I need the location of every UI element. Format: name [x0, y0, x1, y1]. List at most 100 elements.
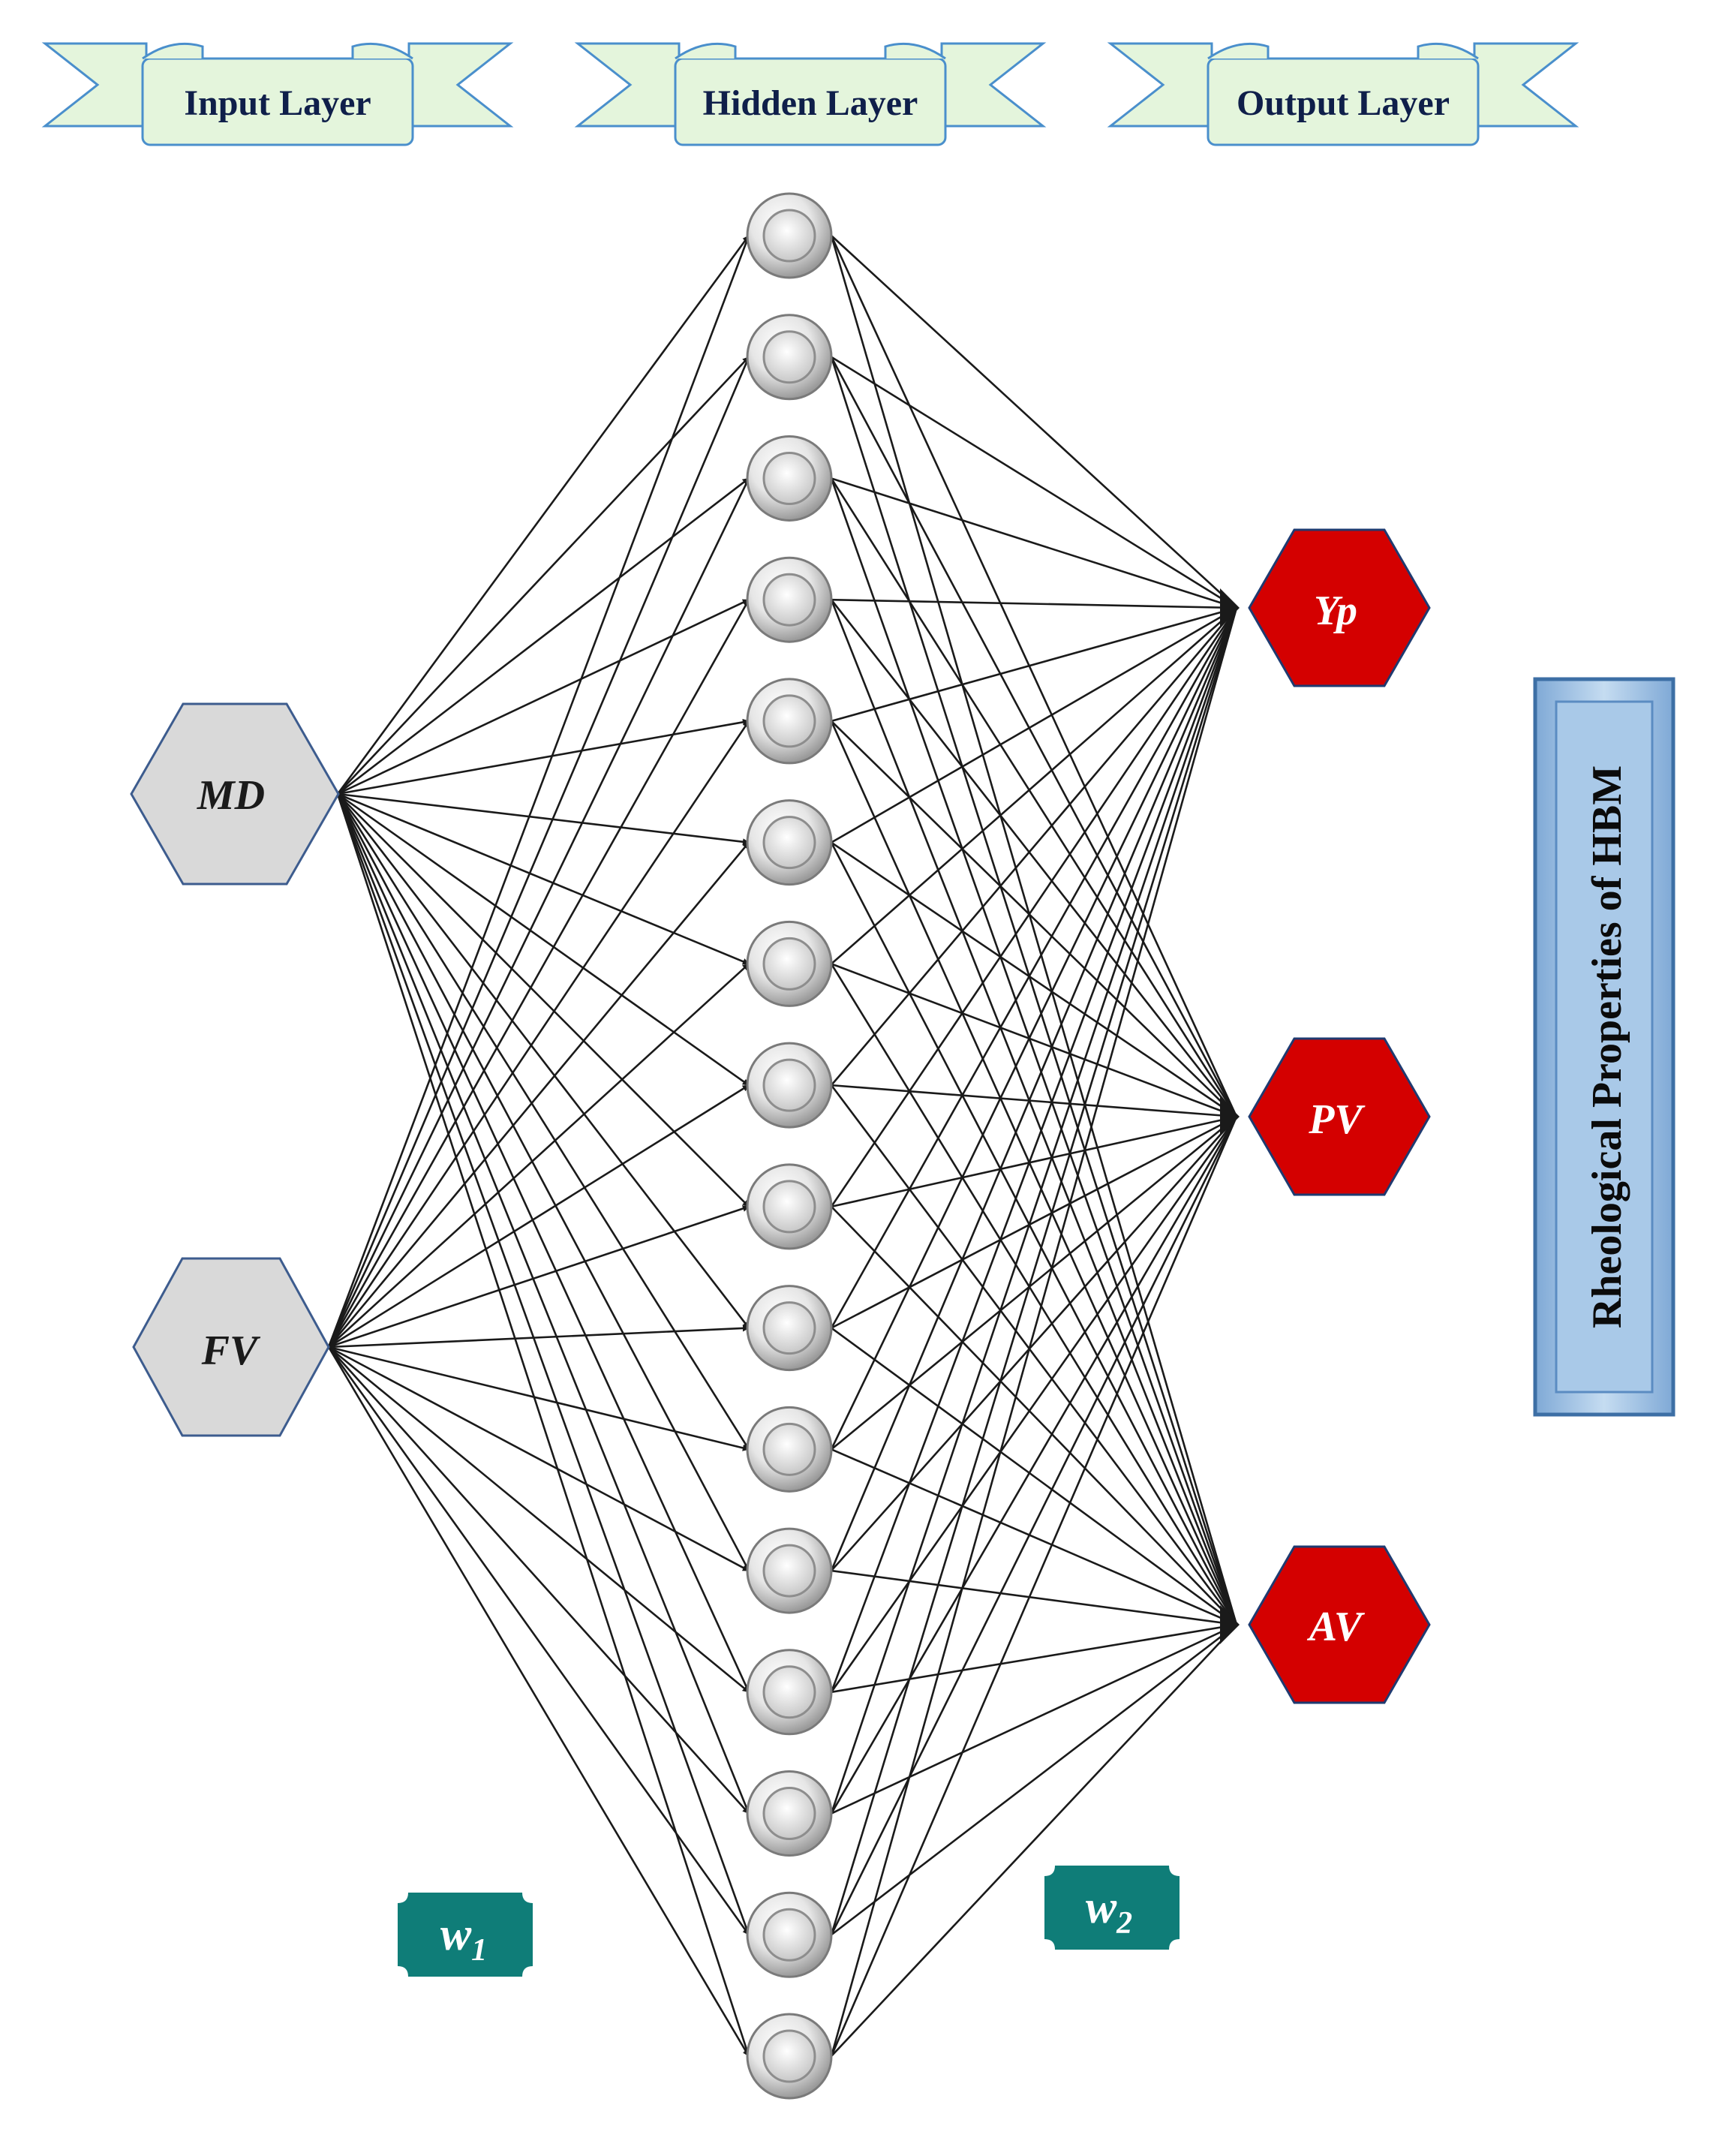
edge-out-11-1 — [831, 1116, 1237, 1571]
edge-out-8-2 — [831, 1205, 1237, 1625]
edge-out-6-1 — [831, 963, 1237, 1118]
edge-out-10-1 — [831, 1115, 1237, 1451]
side-label-box: Rheological Properties of HBM — [1533, 677, 1675, 1417]
edge-in-0-3 — [337, 599, 750, 795]
banner-output-label: Output Layer — [1237, 83, 1450, 123]
edge-out-2-0 — [831, 477, 1237, 609]
edge-out-13-0 — [830, 607, 1238, 1814]
banner-output-curl-left — [1207, 42, 1270, 60]
weight-badge-w1: w1 — [398, 1893, 533, 1977]
hidden-node — [746, 799, 833, 886]
edge-out-9-2 — [831, 1327, 1237, 1626]
edge-out-2-1 — [830, 477, 1238, 1117]
hidden-layer-nodes — [746, 192, 833, 2100]
output-node-yp: Yp — [1248, 528, 1431, 687]
edge-out-5-2 — [830, 842, 1238, 1625]
banner-input-label: Input Layer — [184, 83, 371, 123]
banner-hidden-tail-left — [574, 42, 681, 128]
hidden-node-inner — [762, 1787, 816, 1841]
output-layer-nodes: Yp PV AV — [1248, 528, 1431, 1704]
edge-out-9-1 — [831, 1115, 1237, 1329]
edge-in-1-0 — [327, 235, 750, 1348]
hidden-node — [746, 1285, 833, 1372]
banner-input-curl-right — [351, 42, 413, 60]
edge-out-6-2 — [830, 963, 1238, 1625]
edge-in-1-10 — [328, 1346, 750, 1451]
hidden-node — [746, 2013, 833, 2100]
edge-in-0-9 — [336, 793, 750, 1329]
edge-in-0-6 — [337, 792, 750, 965]
banner-input-curl-left — [142, 42, 204, 60]
banner-input-tail-left — [41, 42, 148, 128]
output-arrow-head-2 — [1220, 1605, 1240, 1644]
edge-out-11-2 — [831, 1569, 1237, 1626]
banner-output-tail-right — [1473, 42, 1579, 128]
edge-in-0-10 — [336, 793, 750, 1451]
edge-out-12-1 — [830, 1116, 1238, 1693]
edge-out-13-2 — [831, 1623, 1237, 1815]
edge-out-4-1 — [831, 720, 1237, 1117]
edge-out-0-2 — [830, 235, 1238, 1625]
side-label-text: Rheological Properties of HBM — [1584, 765, 1630, 1328]
banner-input: Input Layer — [41, 42, 514, 146]
hidden-node-inner — [762, 209, 816, 263]
edge-out-7-1 — [831, 1084, 1237, 1118]
edge-in-1-1 — [327, 356, 750, 1348]
side-label-inner — [1555, 700, 1654, 1394]
edge-out-3-0 — [831, 598, 1237, 609]
edge-in-1-9 — [328, 1325, 750, 1349]
edge-in-1-8 — [328, 1205, 750, 1349]
edge-out-5-0 — [831, 606, 1237, 843]
banner-output: Output Layer — [1107, 42, 1579, 146]
hidden-node-inner — [762, 1058, 816, 1112]
banner-output-tail-left — [1107, 42, 1213, 128]
input-hidden-edges — [327, 235, 750, 2057]
input-node-fv-label: FV — [201, 1328, 261, 1374]
output-node-yp-shape — [1248, 528, 1431, 687]
edge-out-11-0 — [830, 607, 1238, 1571]
input-node-md-shape — [130, 702, 340, 886]
edge-out-1-2 — [830, 356, 1238, 1625]
edge-in-1-3 — [327, 599, 750, 1348]
edge-in-1-7 — [328, 1084, 750, 1349]
edge-out-14-2 — [831, 1623, 1237, 1936]
hidden-node — [746, 678, 833, 765]
edge-out-6-0 — [831, 607, 1237, 965]
hidden-node-inner — [762, 1422, 816, 1476]
output-node-av: AV — [1248, 1545, 1431, 1704]
edge-in-0-13 — [336, 793, 750, 1815]
edge-in-0-15 — [336, 793, 750, 2057]
output-node-av-shape — [1248, 1545, 1431, 1704]
hidden-node-inner — [762, 451, 816, 505]
edge-out-5-1 — [831, 841, 1237, 1118]
hidden-node-inner — [762, 1908, 816, 1962]
banner-hidden-curl-left — [675, 42, 737, 60]
banner-output-body — [1207, 57, 1480, 146]
edge-out-14-1 — [830, 1116, 1238, 1935]
hidden-node-inner — [762, 694, 816, 748]
banner-hidden-curl-right — [884, 42, 946, 60]
hidden-node — [746, 1163, 833, 1250]
edge-in-0-7 — [337, 792, 750, 1087]
hidden-node — [746, 1527, 833, 1614]
edge-in-0-14 — [336, 793, 750, 1936]
hidden-node — [746, 1406, 833, 1493]
weight-badge-w1-shape — [398, 1893, 533, 1977]
edge-out-13-1 — [830, 1116, 1238, 1815]
hidden-node-inner — [762, 330, 816, 384]
edge-in-1-6 — [328, 963, 750, 1348]
output-arrow-head-0 — [1220, 588, 1240, 627]
edge-in-0-1 — [337, 356, 750, 795]
edge-out-12-2 — [831, 1623, 1237, 1694]
output-arrow-head-1 — [1220, 1097, 1240, 1136]
edge-in-0-8 — [337, 793, 750, 1207]
input-node-md: MD — [130, 702, 340, 886]
edge-in-1-12 — [328, 1346, 750, 1693]
edge-in-1-15 — [327, 1346, 750, 2057]
edge-out-9-0 — [830, 607, 1238, 1329]
hidden-node — [746, 192, 833, 279]
hidden-node — [746, 1649, 833, 1736]
edge-in-1-2 — [327, 477, 750, 1348]
